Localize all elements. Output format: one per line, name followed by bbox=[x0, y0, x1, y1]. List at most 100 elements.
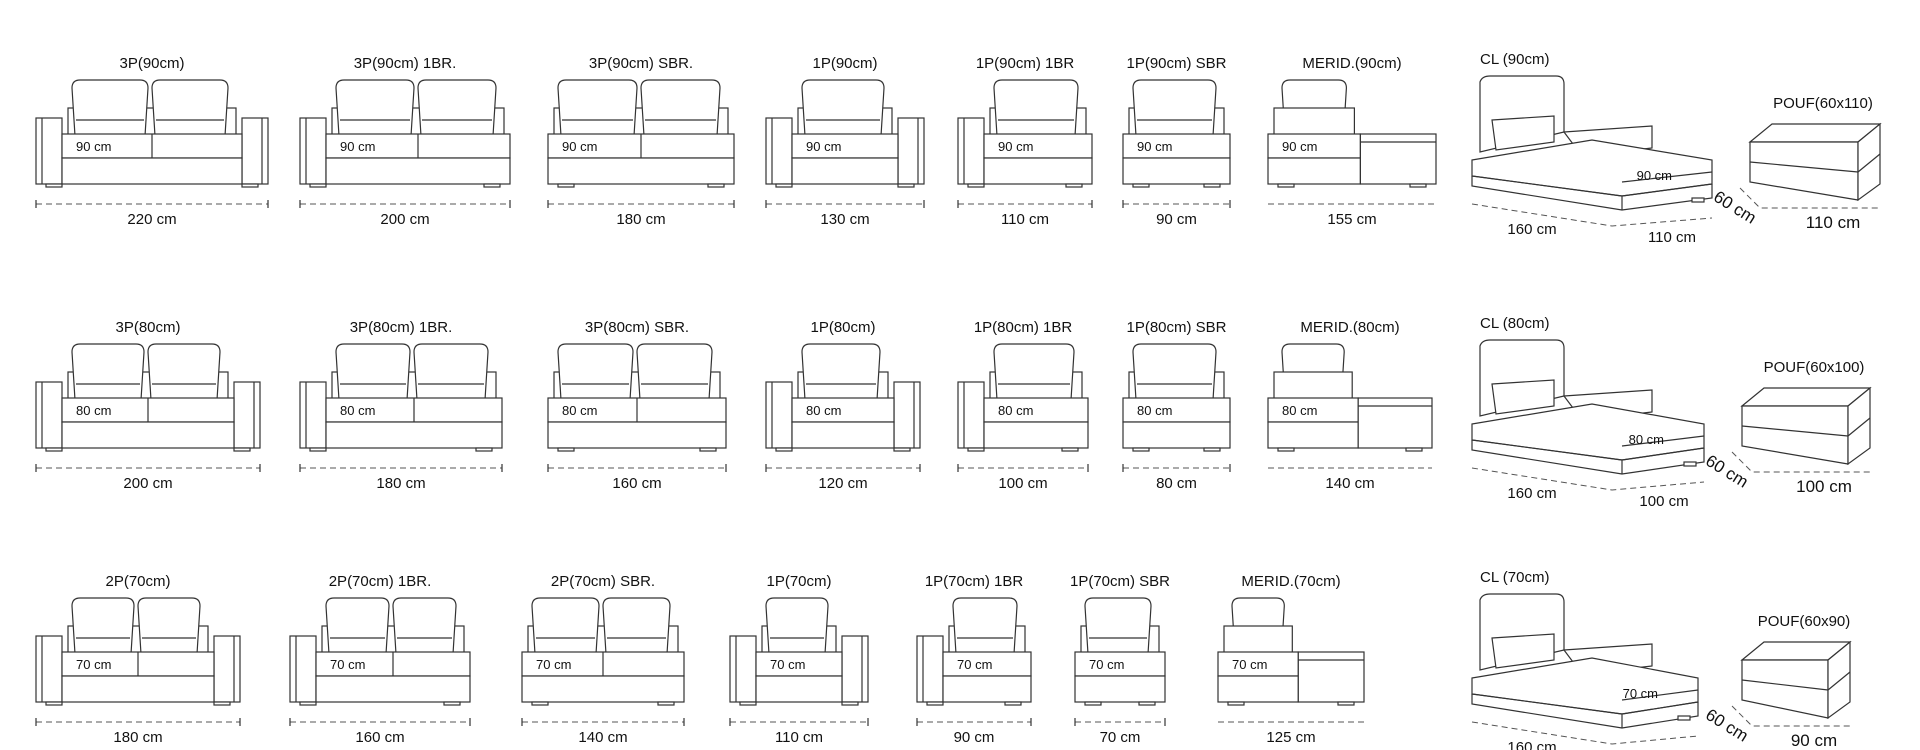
back-cushion bbox=[801, 79, 885, 137]
module-sofa: 90 cm 1P(90cm) 130 cm bbox=[765, 55, 925, 228]
seat-width-label: 90 cm bbox=[562, 139, 597, 154]
seat-width-label: 70 cm bbox=[770, 657, 805, 672]
armrest-left bbox=[35, 635, 63, 703]
length-label: 160 cm bbox=[1507, 739, 1556, 750]
module-title: 1P(70cm) 1BR bbox=[925, 573, 1024, 590]
module-title: 3P(80cm) 1BR. bbox=[350, 319, 453, 336]
seat-width-label: 90 cm bbox=[806, 139, 841, 154]
seat-width-label: 90 cm bbox=[1137, 139, 1172, 154]
seat-width-label: 70 cm bbox=[1623, 686, 1658, 701]
seat-width-label: 70 cm bbox=[76, 657, 111, 672]
seat-width-label: 80 cm bbox=[76, 403, 111, 418]
seat bbox=[983, 397, 1089, 423]
overall-width-label: 90 cm bbox=[1638, 747, 1679, 750]
overall-width-label: 90 cm bbox=[1156, 211, 1197, 228]
armrest-left bbox=[957, 381, 985, 449]
overall-width-label: 160 cm bbox=[355, 729, 404, 746]
overall-width-label: 160 cm bbox=[612, 475, 661, 492]
back-cushion bbox=[557, 79, 638, 137]
overall-width-label: 180 cm bbox=[376, 475, 425, 492]
depth-label: 60 cm bbox=[1710, 187, 1759, 228]
base bbox=[983, 421, 1089, 449]
module-title: 1P(80cm) 1BR bbox=[974, 319, 1073, 336]
overall-width-label: 100 cm bbox=[998, 475, 1047, 492]
overall-width-label: 90 cm bbox=[1791, 731, 1837, 750]
back-cushion bbox=[952, 597, 1018, 655]
module-title: 3P(80cm) SBR. bbox=[585, 319, 689, 336]
seat-width-label: 90 cm bbox=[1282, 139, 1317, 154]
base bbox=[983, 157, 1093, 185]
armrest-left bbox=[957, 117, 985, 185]
back-cushion bbox=[1491, 115, 1555, 151]
overall-width-label: 70 cm bbox=[1100, 729, 1141, 746]
base bbox=[547, 157, 735, 185]
module-title: 1P(70cm) SBR bbox=[1070, 573, 1170, 590]
base bbox=[1122, 421, 1231, 449]
back-cushion bbox=[417, 79, 497, 137]
base bbox=[1122, 157, 1231, 185]
armrest-left bbox=[35, 381, 63, 449]
back-cushion bbox=[636, 343, 713, 401]
seat bbox=[1217, 651, 1299, 677]
seat-width-label: 70 cm bbox=[536, 657, 571, 672]
module-title: MERID.(80cm) bbox=[1300, 319, 1399, 336]
overall-width-label: 90 cm bbox=[954, 729, 995, 746]
back-cushion bbox=[1084, 597, 1152, 655]
module-title: 2P(70cm) SBR. bbox=[551, 573, 655, 590]
base bbox=[61, 421, 235, 449]
seat-width-label: 70 cm bbox=[957, 657, 992, 672]
armrest-left bbox=[916, 635, 944, 703]
seat-width-label: 70 cm bbox=[1089, 657, 1124, 672]
module-title: POUF(60x90) bbox=[1758, 613, 1851, 630]
overall-width-label: 120 cm bbox=[818, 475, 867, 492]
length-label: 160 cm bbox=[1507, 485, 1556, 502]
back-cushion bbox=[640, 79, 721, 137]
armrest-left bbox=[289, 635, 317, 703]
module-sofa: 80 cm 3P(80cm) SBR. 160 cm bbox=[547, 319, 727, 492]
module-title: 1P(80cm) bbox=[810, 319, 875, 336]
module-title: 1P(70cm) bbox=[766, 573, 831, 590]
module-title: CL (80cm) bbox=[1480, 315, 1549, 332]
armrest-left bbox=[299, 117, 327, 185]
dimension-line bbox=[1471, 467, 1705, 491]
base bbox=[1217, 675, 1299, 703]
overall-width-label: 110 cm bbox=[1648, 229, 1696, 246]
back-cushion bbox=[151, 79, 229, 137]
overall-width-label: 100 cm bbox=[1796, 477, 1852, 496]
seat-width-label: 90 cm bbox=[1637, 168, 1672, 183]
dimension-line bbox=[1471, 721, 1699, 745]
overall-width-label: 130 cm bbox=[820, 211, 869, 228]
base bbox=[61, 157, 243, 185]
module-title: 3P(90cm) 1BR. bbox=[354, 55, 457, 72]
module-sofa: 70 cm 1P(70cm) 1BR 90 cm bbox=[916, 573, 1032, 746]
seat-width-label: 70 cm bbox=[330, 657, 365, 672]
seat-width-label: 80 cm bbox=[562, 403, 597, 418]
back-cushion bbox=[801, 343, 881, 401]
module-title: MERID.(90cm) bbox=[1302, 55, 1401, 72]
module-title: CL (90cm) bbox=[1480, 51, 1549, 68]
back-cushion bbox=[137, 597, 201, 655]
back-cushion bbox=[147, 343, 221, 401]
overall-width-label: 125 cm bbox=[1266, 729, 1315, 746]
armrest-left bbox=[299, 381, 327, 449]
module-title: 1P(90cm) bbox=[812, 55, 877, 72]
overall-width-label: 200 cm bbox=[380, 211, 429, 228]
module-title: 1P(90cm) 1BR bbox=[976, 55, 1075, 72]
base bbox=[1267, 421, 1359, 449]
base bbox=[1267, 157, 1362, 185]
back-cushion bbox=[71, 343, 145, 401]
module-title: 3P(90cm) SBR. bbox=[589, 55, 693, 72]
overall-width-label: 140 cm bbox=[1325, 475, 1374, 492]
